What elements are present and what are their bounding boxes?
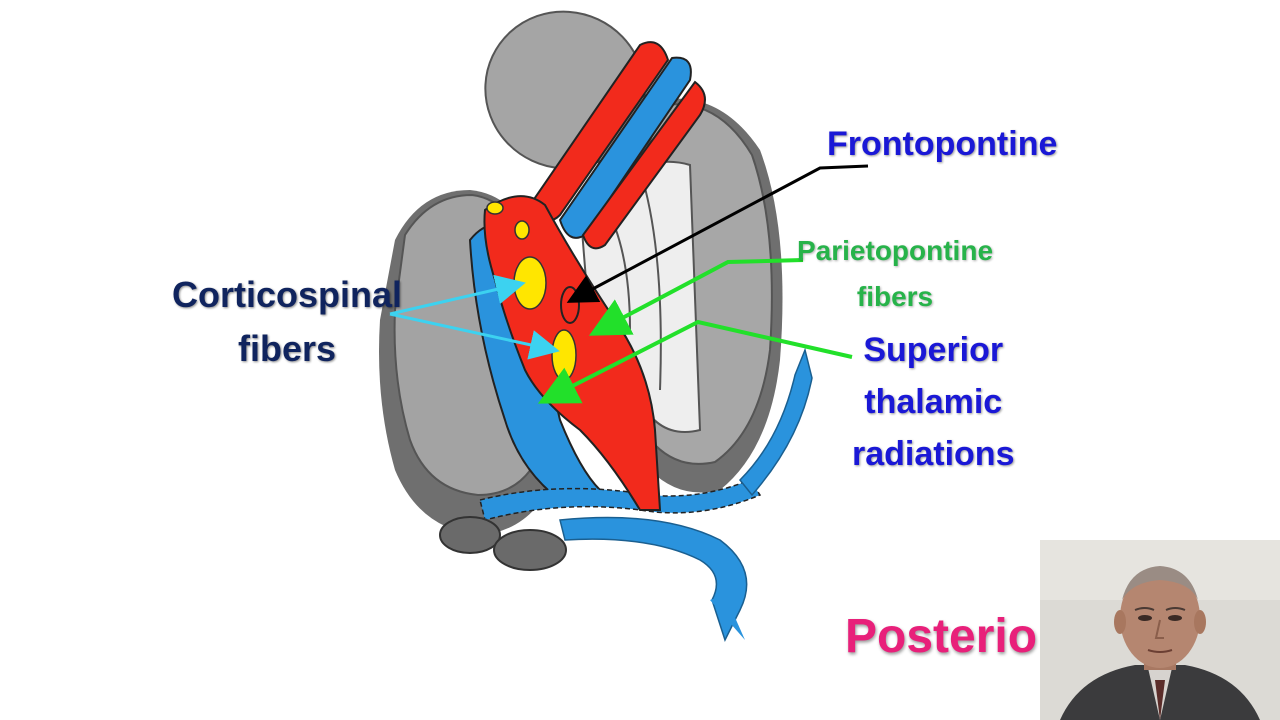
superior-line-1: Superior (863, 331, 1004, 369)
right-gray-mass (578, 98, 783, 493)
superior-line-2: thalamic (864, 383, 1003, 421)
blue-radiation-arrows (559, 347, 813, 642)
corticospinal-line-1: Corticospinal (172, 274, 403, 315)
bottom-lobes (439, 516, 567, 571)
corticospinal-pointer-upper (389, 274, 526, 316)
parietopontine-line-2: fibers (856, 281, 934, 312)
posterior-label: Posterio (845, 610, 1038, 663)
parietopontine-pointer (588, 258, 804, 336)
superior-thalamic-radiations-label: Superior thalamic radiations (852, 324, 1014, 480)
superior-thalamic-pointer (537, 319, 853, 404)
top-tract-band (528, 41, 706, 250)
corticospinal-line-2: fibers (237, 328, 337, 369)
parietopontine-line-1: Parietopontine (797, 235, 994, 266)
corticospinal-fibers-label: Corticospinal fibers (172, 268, 402, 376)
label-pointers (389, 164, 869, 404)
superior-line-3: radiations (852, 435, 1015, 473)
corticospinal-pointer-lower (389, 312, 560, 360)
frontopontine-label: Frontopontine (827, 125, 1058, 163)
presenter-webcam-icon (1040, 540, 1280, 720)
presenter-webcam (1040, 540, 1280, 720)
frontopontine-pointer (566, 164, 869, 303)
parietopontine-fibers-label: Parietopontine fibers (797, 228, 993, 320)
